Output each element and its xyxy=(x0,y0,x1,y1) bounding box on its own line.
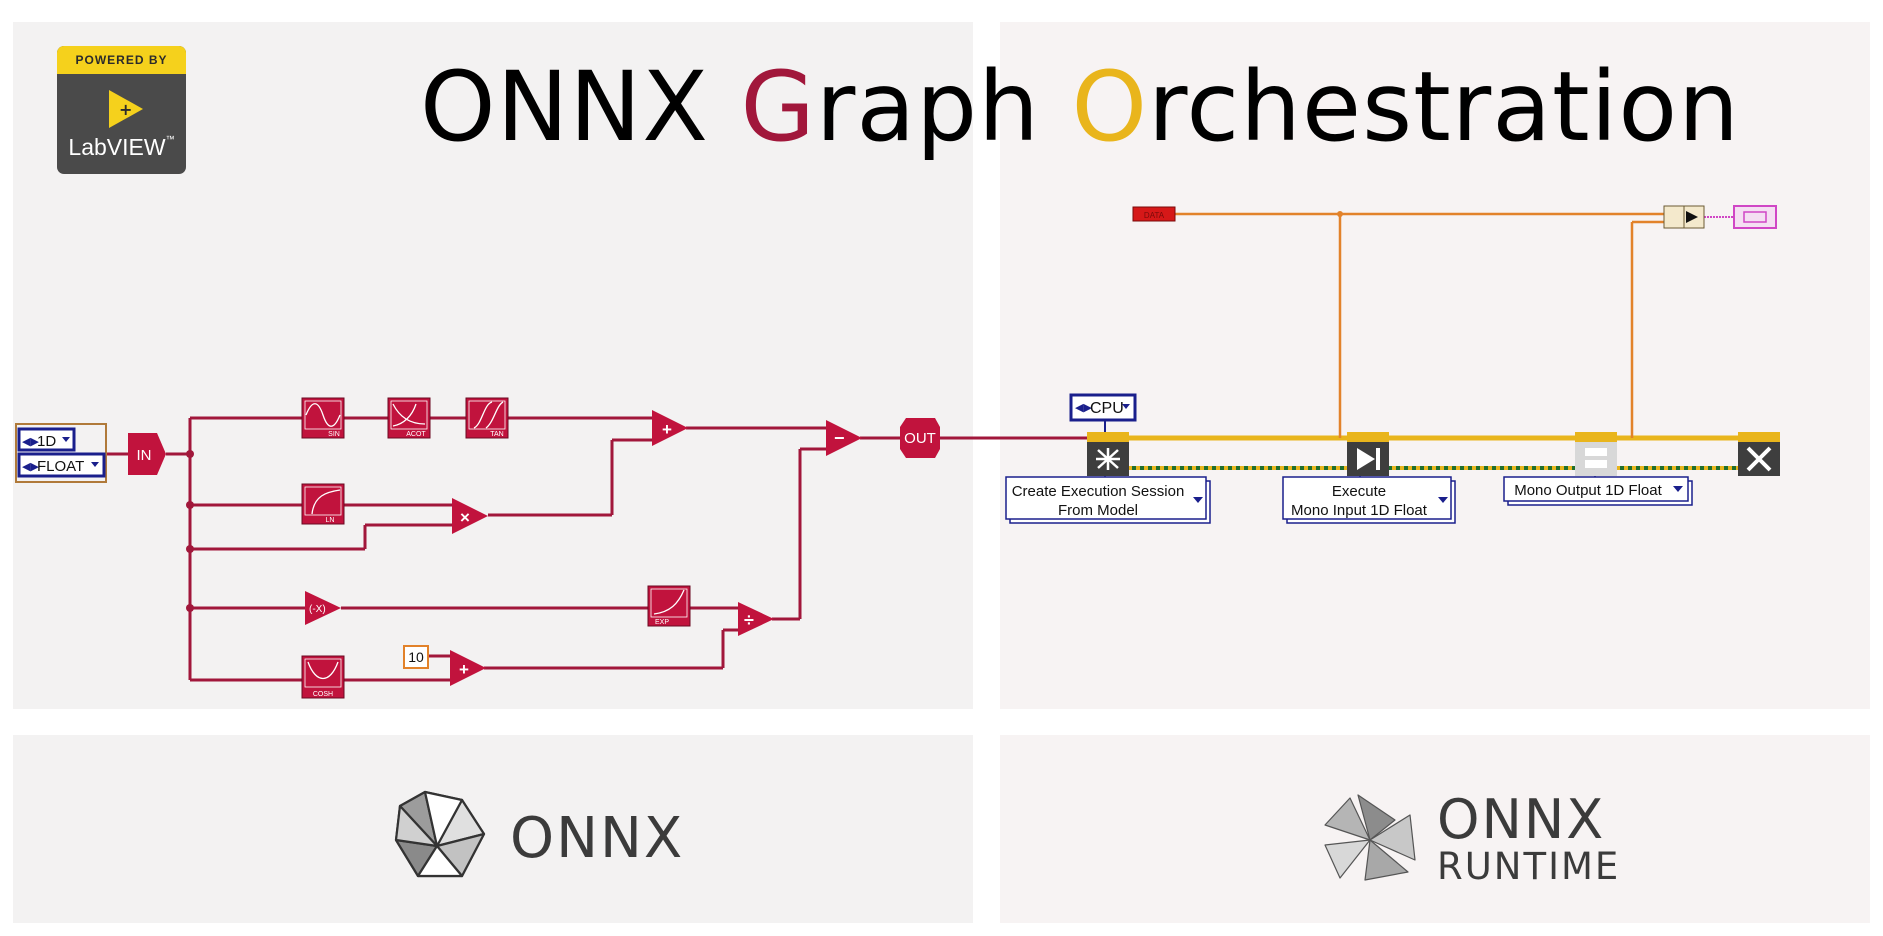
add-operator[interactable]: + xyxy=(652,410,688,446)
cosh-node[interactable]: COSH xyxy=(301,655,345,699)
data-terminal[interactable]: DATA xyxy=(1132,206,1176,222)
output-indicator[interactable] xyxy=(1733,205,1777,229)
svg-text:10: 10 xyxy=(408,649,424,665)
svg-text:+: + xyxy=(662,420,672,439)
onnx-wordmark: ONNX xyxy=(510,806,685,871)
svg-text:◀▶: ◀▶ xyxy=(22,436,39,448)
acot-curve-icon xyxy=(392,403,426,427)
svg-text:Mono Input 1D Float: Mono Input 1D Float xyxy=(1291,502,1428,519)
close-icon xyxy=(1746,446,1772,472)
execute-dropdown-arrow-icon xyxy=(1438,497,1448,503)
subtract-operator[interactable]: − xyxy=(826,420,862,456)
svg-text:1D: 1D xyxy=(37,433,56,450)
build-array-node[interactable] xyxy=(1663,205,1705,229)
onnx-icon xyxy=(394,790,486,878)
tan-node[interactable]: TAN xyxy=(465,397,509,439)
svg-text:◀▶: ◀▶ xyxy=(22,461,39,473)
negate-operator[interactable]: (-X) xyxy=(305,591,341,625)
create-session-icon xyxy=(1096,448,1120,470)
release-session-vi[interactable] xyxy=(1738,432,1780,476)
divide-operator[interactable]: ÷ xyxy=(738,602,774,636)
acot-node[interactable]: ACOT xyxy=(387,397,431,439)
svg-text:DATA: DATA xyxy=(1144,211,1165,220)
arrow-right-icon xyxy=(1686,211,1698,223)
svg-text:+: + xyxy=(459,660,469,679)
cpu-selector[interactable]: ◀▶ CPU xyxy=(1069,393,1137,422)
type-selector[interactable]: ◀▶ FLOAT xyxy=(17,452,106,478)
execute-vi[interactable] xyxy=(1347,432,1389,476)
svg-text:−: − xyxy=(834,428,845,448)
right-diagram-panel xyxy=(1000,22,1870,709)
constant-ten[interactable]: 10 xyxy=(403,645,429,669)
play-icon xyxy=(1357,448,1375,470)
input-terminal[interactable]: IN xyxy=(128,433,166,475)
labview-play-icon: + xyxy=(109,90,143,128)
onnx-runtime-wordmark: ONNX xyxy=(1437,788,1606,851)
svg-text:CPU: CPU xyxy=(1090,400,1124,417)
create-dropdown-arrow-icon xyxy=(1193,497,1203,503)
output-selector[interactable]: Mono Output 1D Float xyxy=(1503,476,1693,506)
onnx-runtime-logo-panel xyxy=(1000,735,1870,923)
onnx-logo-panel xyxy=(13,735,973,923)
svg-text:IN: IN xyxy=(137,447,152,464)
right-graph-wires xyxy=(1090,212,1780,486)
exp-curve-icon xyxy=(653,589,685,615)
create-session-vi[interactable] xyxy=(1087,432,1129,476)
svg-text:OUT: OUT xyxy=(904,430,936,447)
powered-by-label: POWERED BY xyxy=(57,46,186,74)
sine-curve-icon xyxy=(305,403,341,427)
svg-text:EXP: EXP xyxy=(655,619,669,626)
svg-text:FLOAT: FLOAT xyxy=(37,458,84,475)
add-constant-operator[interactable]: + xyxy=(450,650,486,686)
onnx-runtime-icon xyxy=(1324,794,1416,881)
svg-text:From Model: From Model xyxy=(1058,502,1138,519)
cosh-curve-icon xyxy=(307,661,339,680)
wire-junctions xyxy=(186,450,194,612)
ln-curve-icon xyxy=(311,489,341,515)
multiply-operator[interactable]: × xyxy=(452,498,488,534)
exp-node[interactable]: EXP xyxy=(647,585,691,627)
output-terminal[interactable]: OUT xyxy=(900,418,940,458)
svg-text:Execute: Execute xyxy=(1332,483,1386,500)
cpu-dropdown-arrow-icon xyxy=(1122,404,1130,409)
create-session-selector[interactable]: Create Execution Session From Model xyxy=(1005,476,1211,524)
svg-text:Create Execution Session: Create Execution Session xyxy=(1012,483,1185,500)
svg-text:COSH: COSH xyxy=(313,691,333,698)
labview-badge: POWERED BY + LabVIEW™ xyxy=(57,46,186,174)
page-title: ONNX Graph Orchestration xyxy=(420,51,1740,163)
svg-text:(-X): (-X) xyxy=(309,604,326,615)
svg-text:◀▶: ◀▶ xyxy=(1075,402,1092,414)
svg-text:×: × xyxy=(460,508,470,527)
svg-text:SIN: SIN xyxy=(328,431,340,438)
runtime-wordmark: RUNTIME xyxy=(1437,845,1621,888)
data-wire-junction xyxy=(1337,211,1343,217)
svg-text:÷: ÷ xyxy=(744,610,754,630)
svg-text:LN: LN xyxy=(326,517,335,524)
svg-text:ACOT: ACOT xyxy=(406,431,426,438)
output-dropdown-arrow-icon xyxy=(1673,486,1683,492)
svg-text:+: + xyxy=(119,100,132,119)
ln-node[interactable]: LN xyxy=(301,483,345,525)
svg-text:Mono Output 1D Float: Mono Output 1D Float xyxy=(1514,482,1662,499)
sin-node[interactable]: SIN xyxy=(301,397,345,439)
labview-name: LabVIEW™ xyxy=(68,134,175,160)
dim-dropdown-arrow-icon xyxy=(62,437,70,442)
svg-text:TAN: TAN xyxy=(490,431,503,438)
type-dropdown-arrow-icon xyxy=(91,462,99,467)
mono-output-vi[interactable] xyxy=(1575,432,1617,476)
tan-curve-icon xyxy=(473,401,504,429)
left-graph-wires xyxy=(106,416,1090,682)
execute-selector[interactable]: Execute Mono Input 1D Float xyxy=(1282,476,1456,524)
dim-selector[interactable]: ◀▶ 1D xyxy=(15,423,107,483)
